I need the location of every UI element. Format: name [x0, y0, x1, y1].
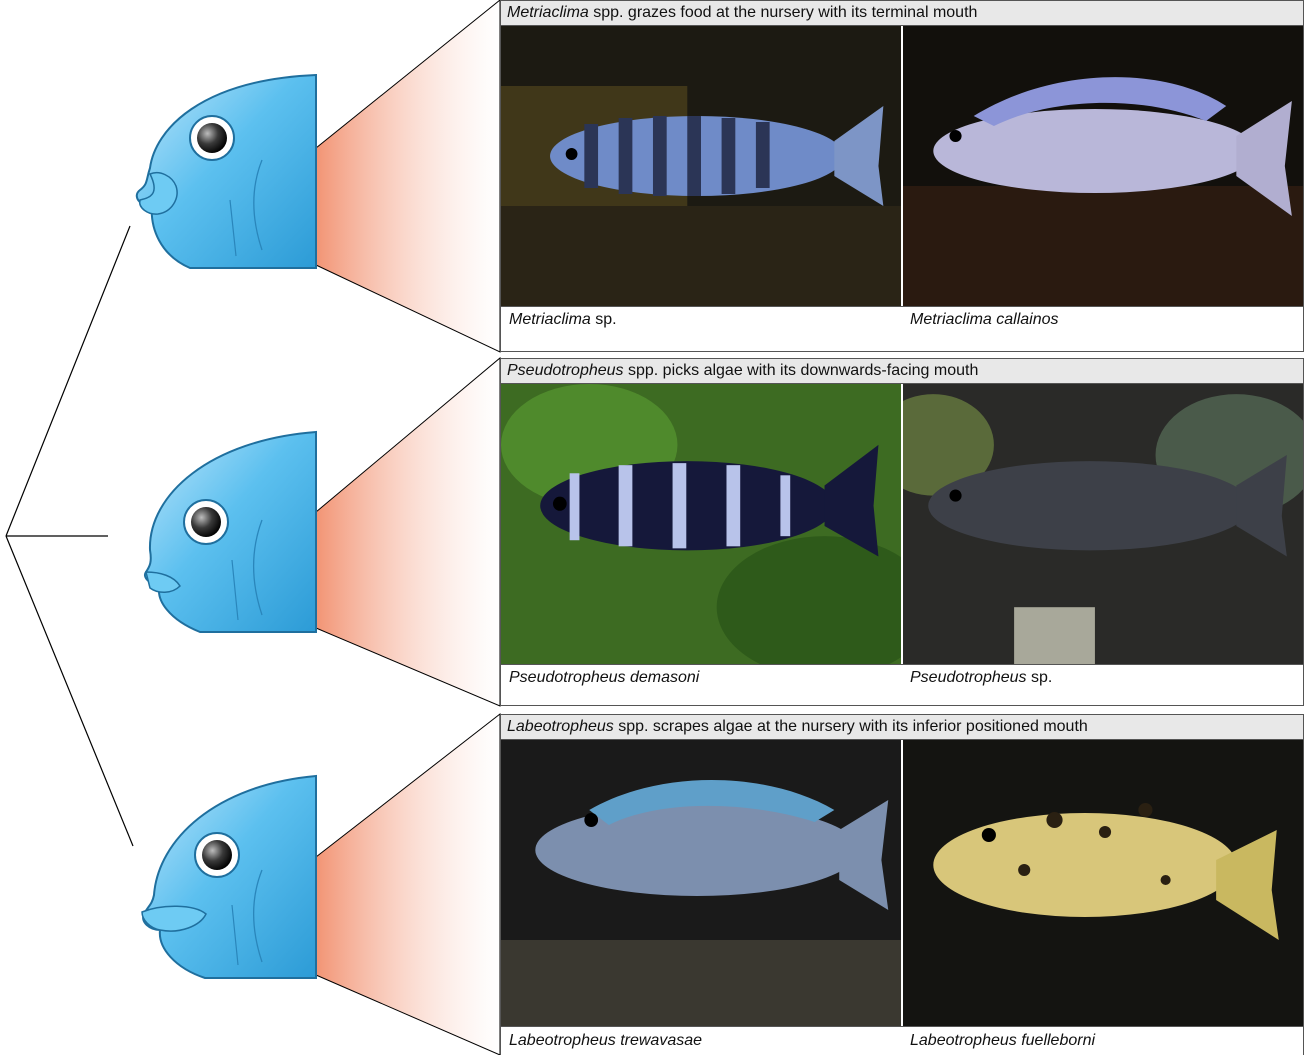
- photo-caption: Labeotropheus trewavasae: [501, 1027, 902, 1057]
- caption-species: Pseudotropheus: [910, 669, 1027, 686]
- photo-caption: Pseudotropheus sp.: [902, 665, 1303, 691]
- tree-branch-bottom: [6, 536, 133, 846]
- panel-captions: Labeotropheus trewavasae Labeotropheus f…: [501, 1026, 1303, 1057]
- photo-caption: Pseudotropheus demasoni: [501, 665, 902, 691]
- fish-head-downward-mouth-icon: [145, 432, 316, 632]
- panel-header: Pseudotropheus spp. picks algae with its…: [501, 359, 1303, 384]
- fish-photo-image: [501, 740, 901, 1026]
- caption-species: Labeotropheus fuelleborni: [910, 1032, 1095, 1049]
- panel-header-genus: Metriaclima: [507, 4, 589, 21]
- species-panel-labeotropheus: Labeotropheus spp. scrapes algae at the …: [500, 714, 1304, 1055]
- panel-captions: Pseudotropheus demasoni Pseudotropheus s…: [501, 664, 1303, 691]
- fish-photo-image: [903, 740, 1303, 1026]
- connector-wedges: [316, 0, 500, 1055]
- fish-head-inferior-mouth-icon: [142, 776, 316, 978]
- panel-header-genus: Pseudotropheus: [507, 362, 624, 379]
- wedge-2: [316, 358, 500, 706]
- fish-photo: [901, 740, 1303, 1026]
- wedge-3: [316, 714, 500, 1055]
- species-panel-metriaclima: Metriaclima spp. grazes food at the nurs…: [500, 0, 1304, 352]
- photo-caption: Metriaclima callainos: [902, 307, 1303, 333]
- panel-captions: Metriaclima sp. Metriaclima callainos: [501, 306, 1303, 333]
- photo-caption: Metriaclima sp.: [501, 307, 902, 333]
- panel-header: Labeotropheus spp. scrapes algae at the …: [501, 715, 1303, 740]
- panel-photos: [501, 384, 1303, 664]
- caption-species: Metriaclima callainos: [910, 311, 1059, 328]
- panel-photos: [501, 26, 1303, 306]
- fish-photo: [901, 26, 1303, 306]
- tree-branch-top: [6, 226, 130, 536]
- panel-header-description: spp. picks algae with its downwards-faci…: [624, 362, 979, 379]
- fish-photo-image: [501, 384, 901, 664]
- panel-header-description: spp. scrapes algae at the nursery with i…: [614, 718, 1088, 735]
- fish-photo-image: [501, 26, 901, 306]
- wedge-1: [316, 0, 500, 352]
- fish-photo-image: [903, 26, 1303, 306]
- species-panel-pseudotropheus: Pseudotropheus spp. picks algae with its…: [500, 358, 1304, 706]
- caption-suffix: sp.: [591, 311, 617, 328]
- fish-photo: [501, 740, 901, 1026]
- photo-caption: Labeotropheus fuelleborni: [902, 1027, 1303, 1057]
- phylogeny-tree: [6, 226, 133, 846]
- panel-photos: [501, 740, 1303, 1026]
- caption-species: Pseudotropheus demasoni: [509, 669, 699, 686]
- fish-photo-image: [903, 384, 1303, 664]
- fish-head-terminal-mouth-icon: [137, 75, 316, 268]
- panel-header: Metriaclima spp. grazes food at the nurs…: [501, 1, 1303, 26]
- panel-header-description: spp. grazes food at the nursery with its…: [589, 4, 978, 21]
- fish-photo: [901, 384, 1303, 664]
- fish-photo: [501, 26, 901, 306]
- caption-species: Metriaclima: [509, 311, 591, 328]
- caption-species: Labeotropheus trewavasae: [509, 1032, 702, 1049]
- panel-header-genus: Labeotropheus: [507, 718, 614, 735]
- fish-photo: [501, 384, 901, 664]
- caption-suffix: sp.: [1027, 669, 1053, 686]
